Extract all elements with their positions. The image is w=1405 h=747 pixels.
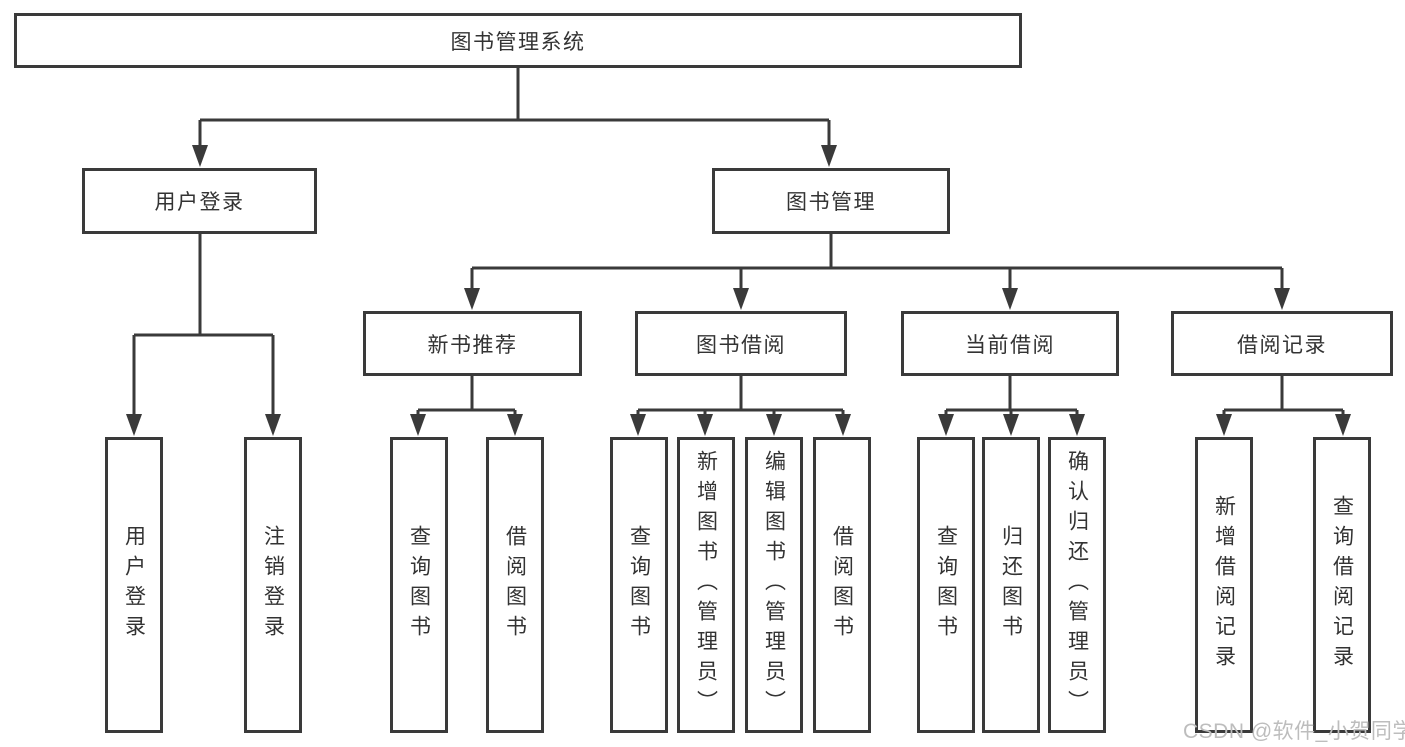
arrowhead (1003, 414, 1019, 436)
arrowhead (835, 414, 851, 436)
arrowhead (410, 414, 426, 436)
node-borrowing-records-label: 借阅记录 (1237, 333, 1327, 357)
leaf-confirm-return-admin-label: 确认归还（管理员） (1065, 450, 1089, 720)
leaf-add-borrow-record: 新增借阅记录 (1195, 437, 1253, 733)
connector-userlogin-to-children (132, 233, 275, 419)
arrowhead (507, 414, 523, 436)
leaf-logout-label: 注销登录 (261, 525, 285, 645)
leaf-borrow-books-2: 借阅图书 (813, 437, 871, 733)
leaf-borrow-books-2-label: 借阅图书 (830, 525, 854, 645)
arrowhead (1002, 288, 1018, 310)
leaf-query-borrow-record-label: 查询借阅记录 (1330, 495, 1354, 675)
leaf-edit-books-admin: 编辑图书（管理员） (745, 437, 803, 733)
leaf-query-books-2-label: 查询图书 (627, 525, 651, 645)
arrowhead (192, 145, 208, 167)
leaf-query-books-1-label: 查询图书 (407, 525, 431, 645)
arrowhead (464, 288, 480, 310)
leaf-query-books-3: 查询图书 (917, 437, 975, 733)
node-book-borrowing-label: 图书借阅 (696, 333, 786, 357)
leaf-borrow-books-1-label: 借阅图书 (503, 525, 527, 645)
connector-bookmgmt-to-level3 (470, 233, 1284, 292)
arrowhead (630, 414, 646, 436)
node-current-borrowing: 当前借阅 (901, 311, 1119, 376)
leaf-query-books-1: 查询图书 (390, 437, 448, 733)
arrowhead (1216, 414, 1232, 436)
leaf-add-books-admin: 新增图书（管理员） (677, 437, 735, 733)
arrowhead (733, 288, 749, 310)
connector-currentborrow-to-children (944, 375, 1079, 419)
arrowhead (1069, 414, 1085, 436)
leaf-add-books-admin-label: 新增图书（管理员） (694, 450, 718, 720)
node-book-borrowing: 图书借阅 (635, 311, 847, 376)
node-book-management-label: 图书管理 (786, 191, 876, 214)
connector-bookborrow-to-children (636, 375, 845, 419)
node-user-login-label: 用户登录 (154, 191, 245, 214)
connector-newbooks-to-children (416, 375, 517, 419)
leaf-return-books: 归还图书 (982, 437, 1040, 733)
csdn-watermark: CSDN @软件_小贺同学 (1183, 720, 1405, 743)
node-current-borrowing-label: 当前借阅 (965, 333, 1055, 357)
node-book-management: 图书管理 (712, 168, 950, 234)
node-library-system-label: 图书管理系统 (450, 30, 586, 54)
connector-root-to-level2 (198, 68, 831, 150)
node-new-book-recommend: 新书推荐 (363, 311, 582, 376)
leaf-query-books-3-label: 查询图书 (934, 525, 958, 645)
connector-borrowrecords-to-children (1222, 375, 1345, 419)
arrowhead (697, 414, 713, 436)
leaf-user-login: 用户登录 (105, 437, 163, 733)
leaf-add-borrow-record-label: 新增借阅记录 (1212, 495, 1236, 675)
arrowhead (938, 414, 954, 436)
node-library-system: 图书管理系统 (14, 13, 1022, 68)
arrowhead (1335, 414, 1351, 436)
arrowhead (126, 414, 142, 436)
arrowhead (821, 145, 837, 167)
arrowhead (766, 414, 782, 436)
node-borrowing-records: 借阅记录 (1171, 311, 1393, 376)
leaf-query-books-2: 查询图书 (610, 437, 668, 733)
leaf-confirm-return-admin: 确认归还（管理员） (1048, 437, 1106, 733)
arrowheads (126, 145, 1351, 436)
leaf-user-login-label: 用户登录 (122, 525, 146, 645)
leaf-borrow-books-1: 借阅图书 (486, 437, 544, 733)
leaf-query-borrow-record: 查询借阅记录 (1313, 437, 1371, 733)
node-new-book-recommend-label: 新书推荐 (427, 333, 518, 357)
node-user-login: 用户登录 (82, 168, 317, 234)
arrowhead (1274, 288, 1290, 310)
leaf-logout: 注销登录 (244, 437, 302, 733)
leaf-return-books-label: 归还图书 (999, 525, 1023, 645)
arrowhead (265, 414, 281, 436)
leaf-edit-books-admin-label: 编辑图书（管理员） (762, 450, 786, 720)
